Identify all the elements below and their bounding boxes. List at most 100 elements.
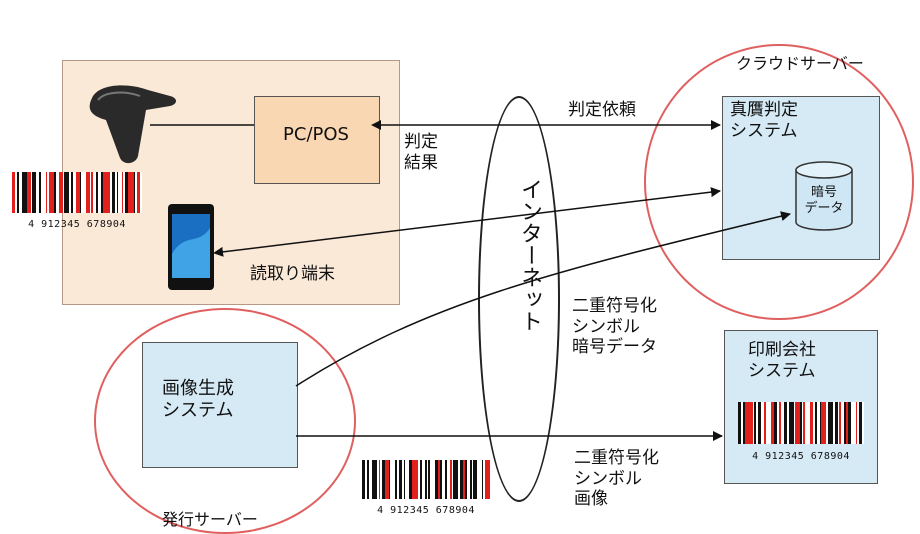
barcode-bar [841, 402, 845, 444]
barcode-bar [488, 460, 490, 500]
barcode-bar [774, 402, 778, 444]
barcode-bar [837, 402, 840, 444]
barcode-bar [123, 172, 126, 213]
barcode-bar [55, 172, 60, 213]
barcode-bar [420, 460, 422, 500]
barcode-bar [72, 172, 77, 213]
barcode-bar [816, 402, 820, 444]
barcode-bar [376, 460, 379, 500]
barcode-bar [381, 460, 386, 500]
barcode-bar [22, 172, 28, 213]
barcode-bar [742, 402, 745, 444]
barcode-bar [857, 402, 860, 444]
barcode-bar [27, 172, 29, 213]
terminal-label: 読取り端末 [250, 264, 335, 284]
barcode-bar [483, 460, 485, 500]
barcode-bar [430, 460, 436, 500]
barcode-printing: 4 912345 678904 [738, 402, 864, 462]
barcode-bar [378, 460, 381, 500]
barcode-bar [832, 402, 835, 444]
barcode-bar [39, 172, 41, 213]
barcode-bar [834, 402, 838, 444]
barcode-bar [862, 402, 864, 444]
issue-server-title: 発行サーバー [162, 510, 258, 529]
barcode-bar [118, 172, 122, 213]
barcode-number: 4 912345 678904 [28, 219, 126, 230]
barcode-bar [49, 172, 53, 213]
barcode-bar [859, 402, 863, 444]
barcode-bar [362, 460, 366, 500]
barcode-bar [98, 172, 102, 213]
database-icon [795, 161, 853, 231]
crypto-data-label: 二重符号化 シンボル 暗号データ [572, 296, 657, 358]
barcode-bar [796, 402, 801, 444]
barcode-bar [760, 402, 765, 444]
barcode-bar [435, 460, 439, 500]
barcode-bar [459, 460, 464, 500]
barcode-bar [45, 172, 48, 213]
barcode-bar [125, 172, 129, 213]
barcode-bar [71, 172, 73, 213]
barcode-bar [752, 402, 755, 444]
barcode-bar [140, 172, 142, 213]
barcode-bar [738, 402, 742, 444]
barcode-bar [463, 460, 465, 500]
barcode-bar [425, 460, 427, 500]
barcode-bar [446, 460, 451, 500]
barcode-bar [471, 460, 474, 500]
barcode-bar [103, 172, 105, 213]
barcode-bar [780, 402, 784, 444]
cloud-server-title: クラウドサーバー [736, 54, 864, 73]
barcode-bar [744, 402, 748, 444]
barcode-bar [128, 172, 134, 213]
barcode-bar [426, 460, 429, 500]
barcode-bar [476, 460, 482, 500]
barcode-bar [380, 460, 382, 500]
barcode-bar [114, 172, 117, 213]
barcode-bar [754, 402, 756, 444]
barcode-bar [76, 172, 78, 213]
barcode-bar [846, 402, 848, 444]
barcode-bar [62, 172, 65, 213]
barcode-bar [47, 172, 50, 213]
barcode-bar [52, 172, 55, 213]
image-label: 二重符号化 シンボル 画像 [574, 448, 659, 510]
barcode-bar [469, 460, 472, 500]
barcode-bar [484, 460, 489, 500]
judgment-result-label: 判定 結果 [404, 132, 438, 173]
internet-label: インターネット [517, 178, 542, 332]
barcode-bar [413, 460, 419, 500]
barcode-bar [473, 460, 477, 500]
barcode-bar [803, 402, 806, 444]
barcode-bar [801, 402, 804, 444]
barcode-bar [408, 460, 412, 500]
barcode-bar [395, 460, 397, 500]
barcode-bar [398, 460, 402, 500]
barcode-bar [800, 402, 802, 444]
barcode-bar [428, 460, 431, 500]
barcode-bar [814, 402, 817, 444]
image-generation-system-label: 画像生成 システム [162, 378, 234, 421]
barcode-bar [810, 402, 814, 444]
barcode-bar [828, 402, 833, 444]
barcode-bar [390, 460, 396, 500]
cloud-server-circle [644, 44, 914, 320]
barcode-bar [445, 460, 447, 500]
barcode-bar [805, 402, 810, 444]
barcode-bar [366, 460, 369, 500]
barcode-bar [17, 172, 19, 213]
barcode-bar [365, 460, 367, 500]
smartphone-icon [168, 204, 214, 290]
barcode-bar [28, 172, 31, 213]
barcode-bar [839, 402, 842, 444]
barcode-bar [136, 172, 141, 213]
phone-arrow [213, 187, 721, 257]
barcode-bar [847, 402, 851, 444]
issue-server-circle [94, 308, 356, 534]
barcode-number: 4 912345 678904 [752, 451, 850, 462]
barcode-bar [458, 460, 460, 500]
barcode-bar [116, 172, 119, 213]
barcode-bar [77, 172, 80, 213]
barcode-bar [824, 402, 827, 444]
barcode-bar [411, 460, 414, 500]
